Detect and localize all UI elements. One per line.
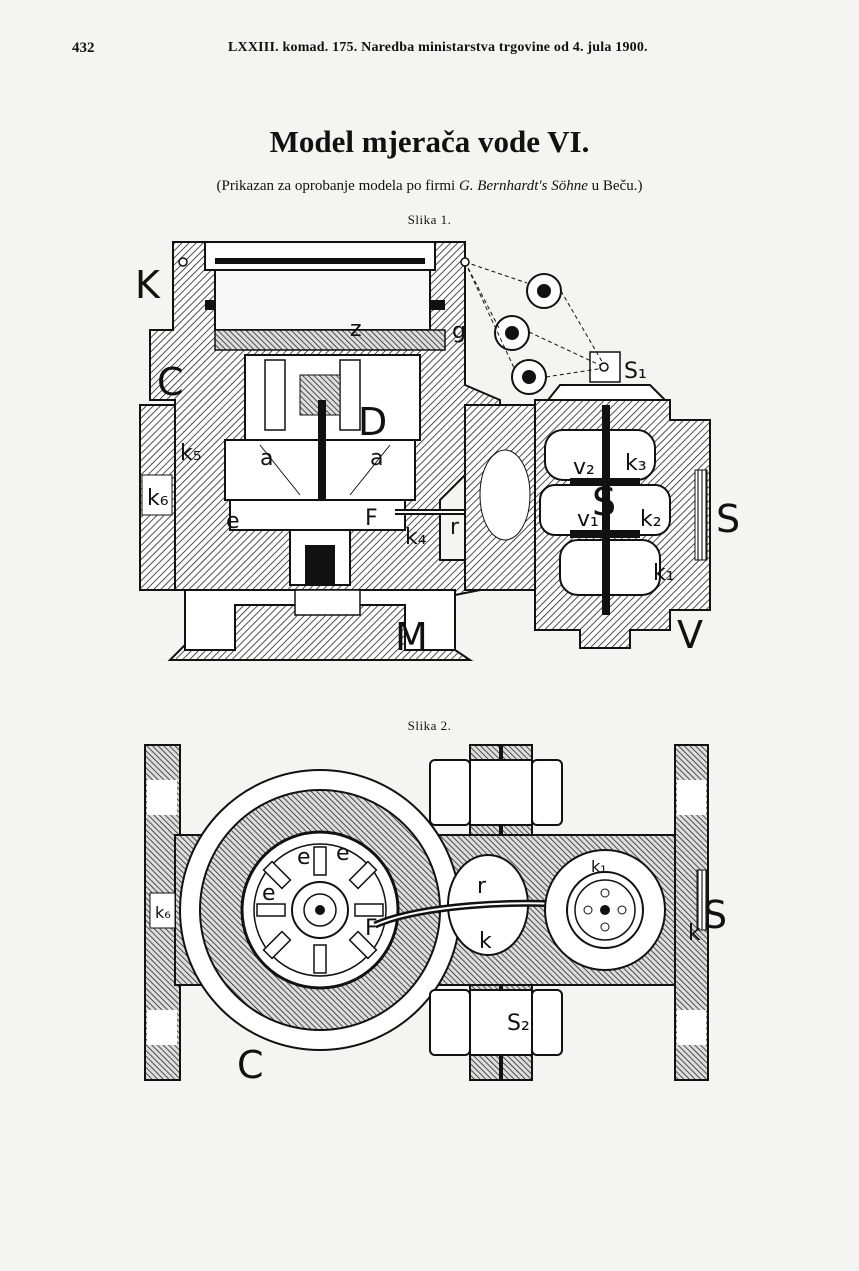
figure-1-caption: Slika 1. xyxy=(407,212,452,227)
fig1-label-g: g xyxy=(452,319,466,344)
fig1-label-a-left: a xyxy=(260,446,273,471)
page-number: 432 xyxy=(72,40,95,56)
subtitle-firm: G. Bernhardt's Söhne xyxy=(458,178,588,194)
fig1-label-r: r xyxy=(450,515,460,540)
fig2-label-C: C xyxy=(237,1043,264,1087)
fig1-label-D: D xyxy=(358,400,387,444)
fig1-label-K: K xyxy=(135,263,161,307)
fig2-label-k-right: k xyxy=(688,921,701,946)
fig2-label-k: k xyxy=(479,929,492,954)
fig1-label-M: M xyxy=(395,615,428,659)
figure-2-labels: k₆ e e e F r k k₁ k S S₂ C xyxy=(155,841,727,1087)
running-head: LXXIII. komad. 175. Naredba ministarstva… xyxy=(228,40,648,55)
fig2-label-r: r xyxy=(477,874,487,899)
seal-marks xyxy=(494,273,562,395)
subtitle: (Prikazan za oprobanje modela po firmi G… xyxy=(0,178,859,195)
fig2-label-e1: e xyxy=(297,845,311,870)
fig1-label-S1: S₁ xyxy=(624,359,647,384)
figure-2-caption: Slika 2. xyxy=(407,718,452,733)
fig1-label-k4: k₄ xyxy=(405,525,427,550)
fig1-label-z: z xyxy=(350,317,362,342)
figure-1-labels: K C D M S V S₁ g z a a k₅ k₆ e F k₄ r v₂… xyxy=(135,263,740,659)
fig2-label-S2: S₂ xyxy=(507,1011,530,1036)
fig1-label-k6: k₆ xyxy=(147,486,169,511)
fig2-label-k1: k₁ xyxy=(591,857,607,876)
fig2-label-k6: k₆ xyxy=(155,903,171,922)
fig2-label-e2: e xyxy=(336,841,350,866)
fig2-label-F: F xyxy=(365,916,378,941)
fig1-label-F: F xyxy=(365,506,378,531)
fig1-label-S-inner: S xyxy=(592,480,616,524)
page-title: Model mjerača vode VI. xyxy=(269,124,590,159)
fig1-label-v2: v₂ xyxy=(573,455,595,480)
fig1-label-e: e xyxy=(226,509,240,534)
fig2-label-e3: e xyxy=(262,881,276,906)
fig1-label-V: V xyxy=(677,613,703,657)
fig1-label-k5: k₅ xyxy=(180,441,202,466)
figure-1-drawing xyxy=(139,241,711,661)
figure-2-drawing xyxy=(144,744,709,1081)
subtitle-prefix: (Prikazan za oprobanje modela po firmi xyxy=(216,178,456,194)
subtitle-suffix: u Beču.) xyxy=(591,178,643,194)
fig1-label-S: S xyxy=(716,497,740,541)
fig1-label-a-right: a xyxy=(370,446,383,471)
fig1-label-k2: k₂ xyxy=(640,507,662,532)
fig1-label-C: C xyxy=(157,360,184,404)
fig1-label-k3: k₃ xyxy=(625,451,647,476)
fig2-label-S: S xyxy=(703,893,727,937)
fig1-label-k1: k₁ xyxy=(653,561,675,586)
fig1-label-v1: v₁ xyxy=(577,507,599,532)
